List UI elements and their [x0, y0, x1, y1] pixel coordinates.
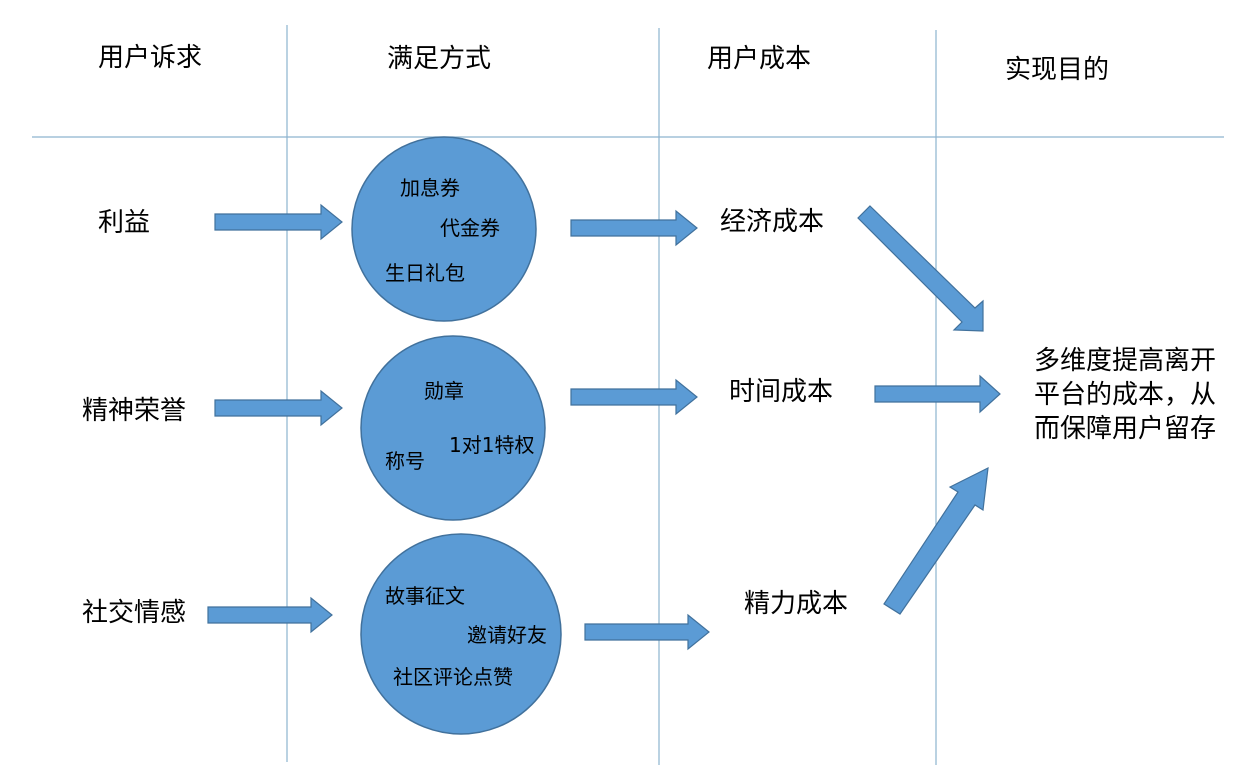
method-cash-voucher: 代金券 — [440, 216, 500, 240]
arrow-honor-to-method — [214, 389, 343, 427]
arrow-economic-to-goal — [857, 205, 984, 332]
cost-economic: 经济成本 — [720, 207, 825, 237]
method-one-on-one-privilege: 1对1特权 — [449, 433, 535, 457]
header-user-cost: 用户成本 — [707, 44, 812, 74]
header-user-needs: 用户诉求 — [98, 43, 203, 73]
arrow-method-to-economic — [570, 209, 698, 247]
arrow-method-to-time — [570, 378, 698, 416]
method-title: 称号 — [385, 449, 425, 473]
method-circle-social — [360, 533, 562, 735]
method-community-comments: 社区评论点赞 — [393, 665, 513, 689]
method-circle-benefit — [351, 136, 537, 322]
arrow-social-to-method — [207, 596, 333, 634]
method-interest-coupon: 加息券 — [400, 176, 460, 200]
arrow-method-to-energy — [584, 613, 710, 651]
cost-time: 时间成本 — [729, 377, 834, 407]
method-birthday-gift: 生日礼包 — [385, 261, 465, 285]
header-goal: 实现目的 — [1005, 55, 1110, 85]
header-methods: 满足方式 — [387, 44, 492, 74]
method-medal: 勋章 — [424, 379, 464, 403]
cost-energy: 精力成本 — [744, 589, 849, 619]
need-social: 社交情感 — [82, 598, 187, 628]
method-invite-friends: 邀请好友 — [467, 623, 547, 647]
method-story-contest: 故事征文 — [385, 584, 465, 608]
arrow-time-to-goal — [874, 374, 1001, 414]
arrow-energy-to-goal — [883, 466, 989, 615]
need-honor: 精神荣誉 — [82, 396, 187, 426]
arrow-benefit-to-method — [214, 203, 343, 241]
goal-text: 多维度提高离开平台的成本，从而保障用户留存 — [1034, 346, 1217, 444]
need-benefit: 利益 — [98, 208, 151, 238]
method-circle-honor — [360, 335, 546, 521]
